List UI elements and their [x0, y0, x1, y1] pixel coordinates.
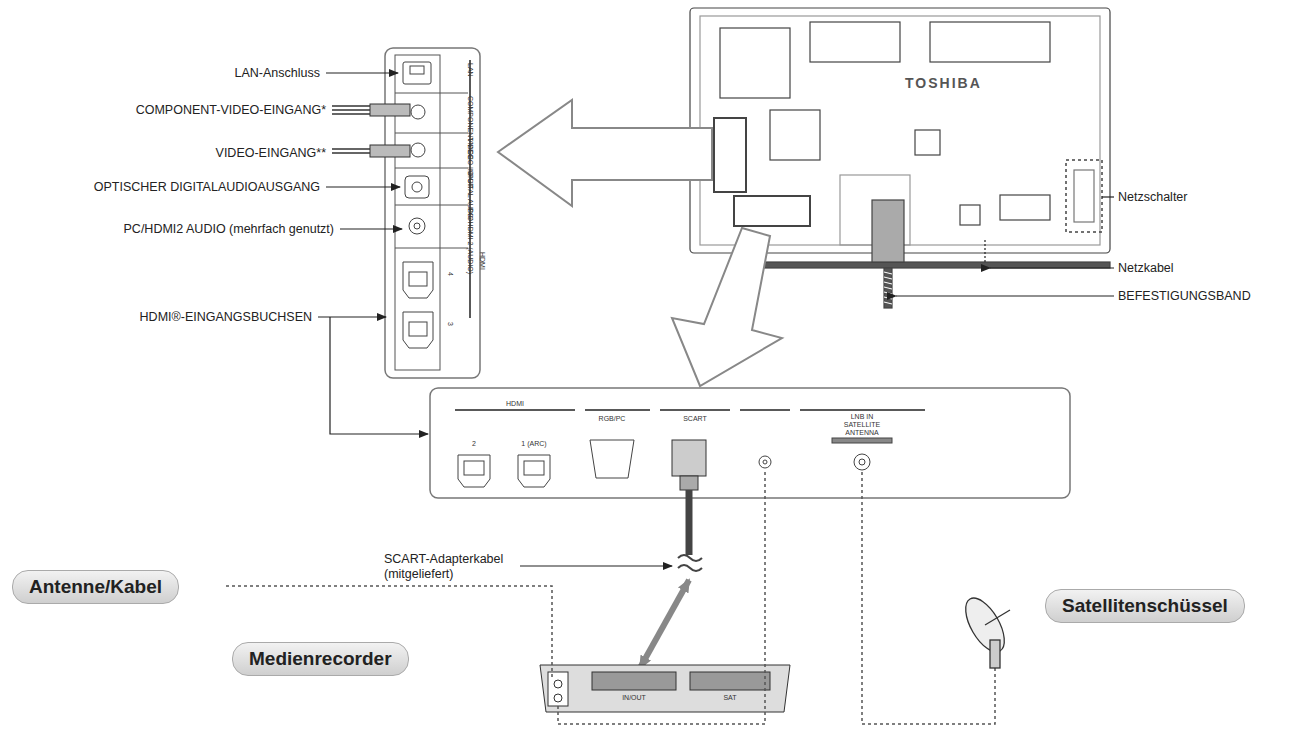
port-label: VIDEO [466, 138, 474, 160]
port-label: 4 [446, 272, 454, 276]
port-label: LAN [466, 63, 474, 77]
callout-label: Netzschalter [1118, 190, 1187, 205]
port-label: HDMI [506, 400, 524, 408]
zoom-arrow [498, 100, 712, 206]
media-recorder [540, 665, 790, 712]
callout-label: Netzkabel [1118, 261, 1174, 276]
tv-stand [755, 200, 1110, 308]
antenna-wiring [226, 470, 995, 724]
callout-label: VIDEO-EINGANG** [216, 146, 326, 161]
port-label: LNB IN SATELLITE ANTENNA [832, 413, 892, 437]
callout-label: SCART-Adapterkabel (mitgeliefert) [384, 552, 518, 582]
label-pill: Satellitenschüssel [1045, 589, 1245, 623]
pill-text: Antenne/Kabel [29, 576, 162, 598]
port-label: IN/OUT [622, 694, 646, 702]
satellite-dish [958, 592, 1012, 668]
port-label: SAT [723, 694, 736, 702]
port-label: 2 [472, 440, 476, 448]
av-cables [332, 104, 410, 157]
callout-label: OPTISCHER DIGITALAUDIOAUSGANG [94, 180, 320, 195]
port-label: HDMI [478, 252, 486, 270]
pill-text: Satellitenschüssel [1062, 595, 1228, 617]
port-label: RGB/PC [599, 415, 626, 423]
pill-text: Medienrecorder [249, 648, 392, 670]
port-label: 3 [446, 322, 454, 326]
label-pill: Medienrecorder [232, 642, 409, 676]
strap-pattern [884, 272, 892, 304]
label-pill: Antenne/Kabel [12, 570, 179, 604]
callout-label: LAN-Anschluss [235, 66, 320, 81]
side-panel [385, 48, 480, 378]
port-label: PC/ HDMI 2 (AUDIO) [466, 208, 474, 274]
scart-cable [640, 440, 706, 668]
bottom-panel [430, 388, 1070, 498]
zoom-arrow [672, 228, 782, 386]
callout-label: COMPONENT-VIDEO-EINGANG* [136, 103, 326, 118]
port-label: SCART [683, 415, 707, 423]
callout-label: BEFESTIGUNGSBAND [1118, 289, 1251, 304]
callout-label: TOSHIBA [905, 76, 982, 91]
callout-label: HDMI®-EINGANGSBUCHSEN [140, 310, 312, 325]
port-label: 1 (ARC) [521, 440, 546, 448]
leader-lines [896, 197, 1114, 296]
callout-label: PC/HDMI2 AUDIO (mehrfach genutzt) [124, 222, 334, 237]
